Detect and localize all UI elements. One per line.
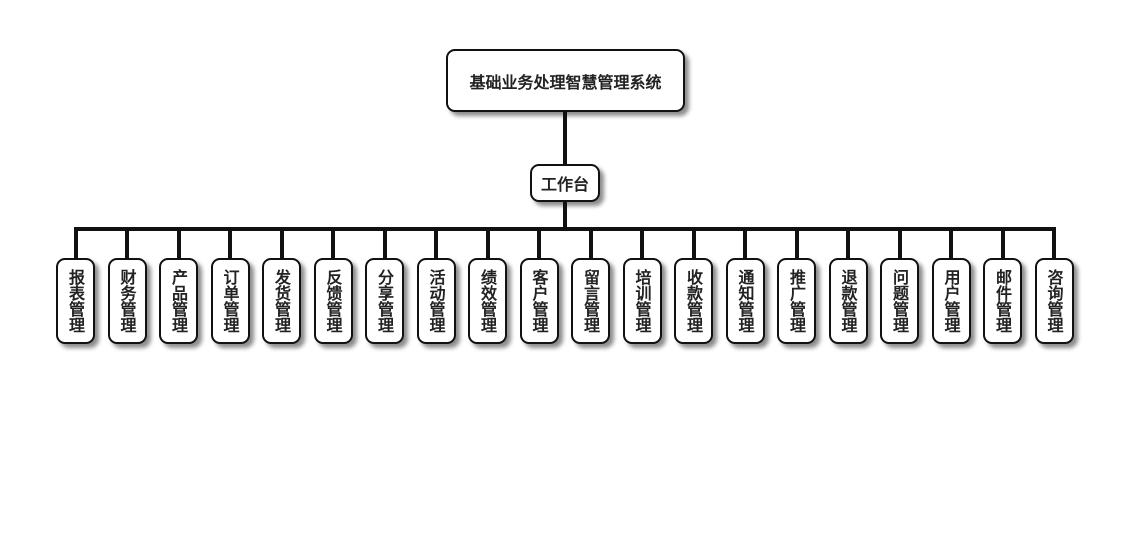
leaf-node[interactable]: 退款管理 — [828, 258, 868, 344]
connector-leaf — [176, 229, 181, 258]
leaf-node[interactable]: 通知管理 — [725, 258, 765, 344]
connector-leaf — [279, 229, 284, 258]
connector-leaf — [691, 229, 696, 258]
connector-leaf — [794, 229, 799, 258]
connector-leaf — [1000, 229, 1005, 258]
connector-leaf — [382, 229, 387, 258]
connector-leaf — [1052, 229, 1056, 258]
leaf-node[interactable]: 产品管理 — [159, 258, 198, 344]
connector-leaf — [588, 229, 593, 258]
connector-leaf — [537, 229, 541, 258]
connector-leaf — [743, 229, 747, 258]
leaf-node[interactable]: 反馈管理 — [313, 258, 353, 344]
connector-leaf — [434, 229, 438, 258]
workbench-node[interactable]: 工作台 — [530, 164, 600, 202]
leaf-node[interactable]: 订单管理 — [210, 258, 250, 344]
root-node[interactable]: 基础业务处理智慧管理系统 — [446, 49, 685, 112]
leaf-node[interactable]: 用户管理 — [931, 258, 971, 344]
leaf-node[interactable]: 绩效管理 — [468, 258, 507, 344]
leaf-node[interactable]: 收款管理 — [674, 258, 713, 344]
connector-leaf — [125, 229, 129, 258]
connector-leaf — [73, 229, 78, 258]
connector-leaf — [485, 229, 490, 258]
connector-leaf — [228, 229, 232, 258]
leaf-node[interactable]: 咨询管理 — [1034, 258, 1074, 344]
connector-leaf — [949, 229, 953, 258]
leaf-node[interactable]: 活动管理 — [416, 258, 456, 344]
connector-root-middle — [563, 112, 567, 164]
leaf-node[interactable]: 客户管理 — [519, 258, 559, 344]
leaf-node[interactable]: 报表管理 — [56, 258, 95, 344]
leaf-node[interactable]: 邮件管理 — [983, 258, 1022, 344]
leaf-node[interactable]: 培训管理 — [622, 258, 662, 344]
connector-leaf — [640, 229, 644, 258]
leaf-node[interactable]: 分享管理 — [365, 258, 404, 344]
connector-middle-bus — [563, 202, 567, 230]
connector-leaf — [846, 229, 850, 258]
leaf-node[interactable]: 发货管理 — [262, 258, 301, 344]
leaf-node[interactable]: 财务管理 — [107, 258, 147, 344]
connector-leaf — [331, 229, 335, 258]
leaf-node[interactable]: 留言管理 — [571, 258, 610, 344]
connector-leaf — [897, 229, 902, 258]
leaf-node[interactable]: 推广管理 — [777, 258, 816, 344]
horizontal-bus — [74, 227, 1056, 231]
leaf-node[interactable]: 问题管理 — [880, 258, 919, 344]
